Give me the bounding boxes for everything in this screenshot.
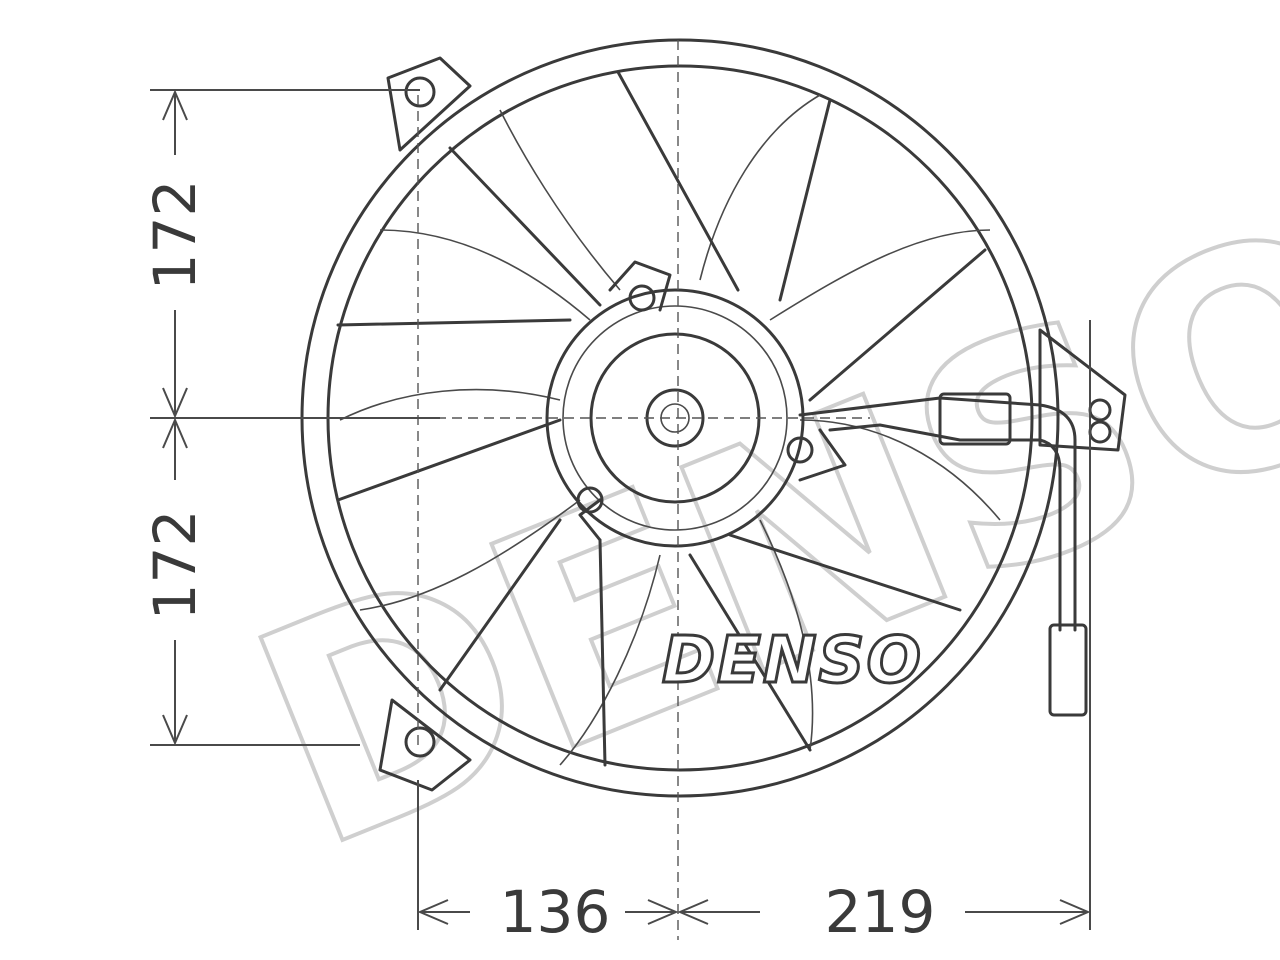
fan-blades (339, 94, 1001, 766)
blade-8 (339, 388, 561, 421)
spoke-4 (808, 248, 987, 402)
bottom-left-mount-hole (404, 726, 436, 758)
right-mount-bracket (1038, 328, 1127, 452)
mount-screw-right (786, 436, 814, 464)
dim-upper-vertical-label: 172 (141, 180, 209, 291)
wiring-harness (798, 392, 1088, 717)
top-left-mount-hole (404, 76, 436, 108)
dim-upper-arrow-bottom (162, 387, 188, 419)
wire-lower (828, 423, 1062, 632)
blade-4 (799, 419, 1001, 521)
spoke-5 (728, 533, 962, 612)
blade-2 (699, 94, 821, 281)
spoke-1 (448, 146, 602, 307)
watermark: DENSO (211, 150, 1280, 918)
dim-left-horizontal-label: 136 (500, 878, 611, 946)
spoke-8 (438, 518, 562, 692)
motor-mount-plate (578, 260, 847, 542)
dim-lower-vertical-label: 172 (141, 510, 209, 621)
dim-right-horizontal-label: 219 (825, 878, 936, 946)
blade-3 (769, 229, 991, 321)
blade-6 (559, 554, 661, 766)
dim-left-arrow-left (417, 899, 449, 925)
dim-right-arrow-right (1059, 899, 1091, 925)
mount-screw-top (628, 284, 656, 312)
blade-7 (359, 499, 581, 611)
bottom-left-mount-bracket (378, 698, 472, 792)
horizontal-dimension: 136 219 (417, 320, 1091, 946)
spoke-10 (336, 318, 572, 327)
watermark-text: DENSO (213, 152, 1280, 916)
denso-logo: DENSO (662, 624, 923, 698)
dim-lower-arrow-bottom (162, 714, 188, 746)
spoke-3 (778, 98, 832, 302)
mount-screw-left (576, 486, 604, 514)
vertical-dimension: 172 172 (141, 89, 440, 746)
spoke-6 (688, 553, 812, 752)
spoke-7 (598, 538, 607, 767)
motor-assembly (545, 260, 847, 548)
dim-right-arrow-left (677, 899, 709, 925)
spoke-9 (336, 418, 562, 502)
motor-housing-rim (562, 305, 788, 531)
spoke-2 (616, 70, 740, 292)
fan-spokes (336, 70, 987, 767)
blade-9 (379, 229, 591, 321)
dim-upper-arrow-top (162, 89, 188, 121)
motor-housing-outer (545, 288, 805, 548)
wire-upper (798, 396, 1077, 632)
dim-lower-arrow-top (162, 417, 188, 449)
blade-1 (499, 109, 621, 291)
dim-left-arrow-right (647, 899, 679, 925)
plug-connector (1048, 623, 1088, 717)
shroud-frame (378, 56, 1127, 792)
inline-connector (938, 392, 1012, 446)
top-left-mount-bracket (386, 56, 472, 152)
